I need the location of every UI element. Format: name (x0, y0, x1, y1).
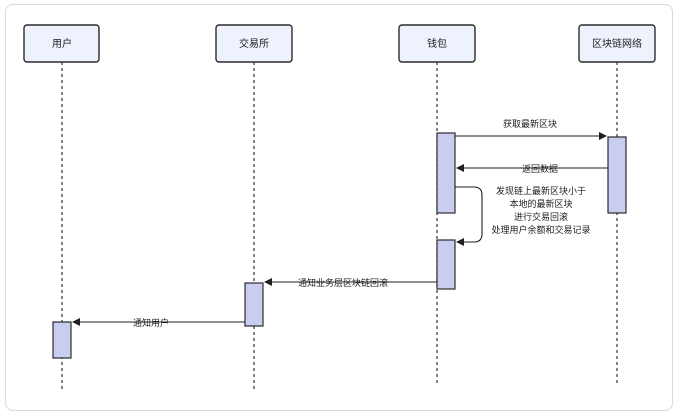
actor-label: 钱包 (427, 37, 447, 50)
actor-user: 用户 (23, 24, 100, 63)
actor-label: 区块链网络 (592, 37, 642, 50)
actor-wallet: 钱包 (398, 24, 476, 63)
msg-self-rollback-line-3: 进行交易回滚 (514, 211, 568, 223)
msg-get-latest-block: 获取最新区块 (503, 118, 557, 130)
activation-wallet-2 (436, 239, 456, 290)
activation-wallet-1 (436, 132, 456, 214)
msg-notify-user: 通知用户 (133, 317, 169, 329)
diagram-frame (5, 4, 673, 411)
actor-label: 交易所 (239, 37, 269, 50)
actor-chain: 区块链网络 (578, 24, 656, 63)
actor-exchange: 交易所 (215, 24, 293, 63)
msg-self-rollback-line-4: 处理用户余额和交易记录 (491, 224, 590, 236)
activation-exchange (244, 282, 264, 327)
msg-notify-rollback: 通知业务层区块链回滚 (298, 277, 388, 289)
activation-user (52, 321, 72, 359)
actor-label: 用户 (52, 37, 72, 50)
msg-return-data: 返回数据 (522, 163, 558, 175)
arrow-self-rollback (455, 186, 483, 246)
msg-self-rollback-line-1: 发现链上最新区块小于 (496, 185, 586, 197)
msg-self-rollback-line-2: 本地的最新区块 (509, 198, 572, 210)
activation-chain (607, 136, 627, 214)
